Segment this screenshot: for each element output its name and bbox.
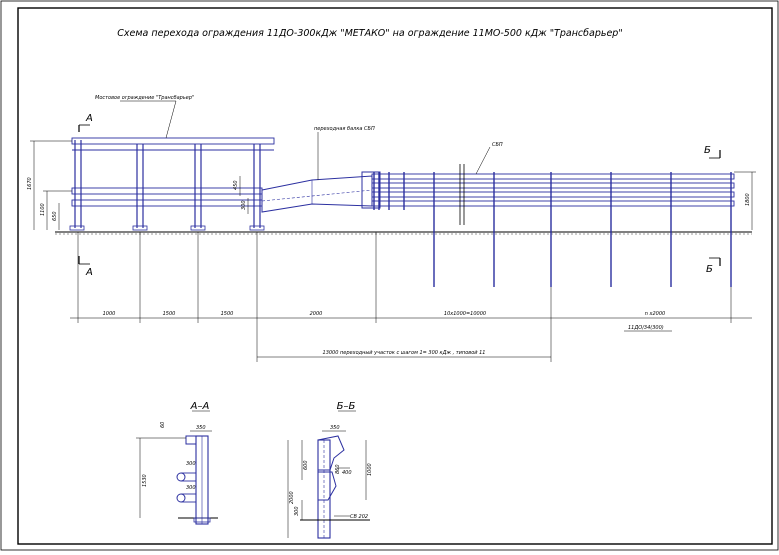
callout-left-barrier: Мостовое ограждение "Трансбарьер" (95, 95, 194, 101)
bb-footer-label: СВ 202 (350, 514, 368, 520)
rail-profile-upper (176, 472, 186, 482)
dim-h-gap: 450 (233, 180, 239, 190)
drawing-title: Схема перехода ограждения 11ДО-300кДж "М… (117, 28, 622, 39)
guardrail-profile-lower (317, 471, 337, 501)
dim-span-4: 2000 (310, 311, 323, 317)
base-plate (249, 225, 265, 231)
callout-transition-beam: переходная балка СБП (314, 126, 375, 132)
dim-h-total: 1670 (27, 177, 33, 190)
main-elevation: Мостовое ограждение "Трансбарьер" перехо… (27, 95, 756, 362)
bb-dim-post: 400 (342, 470, 352, 476)
bb-dim-height: 2000 (289, 491, 295, 504)
dim-h-low: 650 (52, 211, 58, 221)
dim-h-right: 1800 (745, 193, 751, 206)
section-cut-a: А А (78, 113, 93, 278)
aa-dim-mid: 300 (186, 461, 196, 467)
dim-span-2: 1500 (163, 311, 176, 317)
dim-span-5: 10х1000=10000 (444, 311, 486, 317)
bb-dim-base: 300 (294, 506, 300, 516)
top-rail-profile (185, 435, 197, 445)
dim-h-mid: 1100 (40, 203, 46, 216)
section-label-b-top: Б (704, 145, 711, 156)
aa-dim-top: 350 (196, 425, 206, 431)
aa-dim-low: 300 (186, 485, 196, 491)
dim-span-1: 1000 (103, 311, 116, 317)
horizontal-dimension-chain: 1000 1500 1500 2000 10х1000=10000 n х200… (70, 311, 752, 358)
bb-dim-top: 350 (330, 425, 340, 431)
rail-profile-lower (176, 493, 186, 503)
sheet-frame (17, 7, 773, 545)
leader-line (165, 100, 177, 139)
bb-dim-mid: 860 (335, 464, 341, 474)
system-label: 11ДО/34(300) (628, 325, 664, 331)
guardrail-band (371, 200, 735, 207)
dim-span-6: n х2000 (645, 311, 665, 317)
section-label-b-bottom: Б (706, 264, 713, 275)
base-plate (69, 225, 85, 231)
bb-dim-right: 1000 (367, 463, 373, 476)
aa-dim-side: 60 (160, 422, 166, 428)
vertical-dimensions-left: 1670 1100 650 450 300 (27, 140, 249, 230)
transition-beam (261, 175, 373, 213)
left-bridge-barrier (69, 137, 275, 231)
section-label-a-top: А (85, 113, 93, 124)
section-label-a-bottom: А (85, 267, 93, 278)
dim-span-3: 1500 (221, 311, 234, 317)
bb-dim-upper: 600 (303, 460, 309, 470)
dim-overall: 13000 переходный участок с шагом 1= 300 … (323, 350, 486, 356)
base-plate (193, 517, 211, 523)
section-cut-b: Б Б (704, 145, 721, 275)
splice-block (361, 171, 381, 209)
base-plate (132, 225, 148, 231)
section-bb-title: Б–Б (337, 401, 356, 412)
transition-beam-outline (261, 175, 373, 213)
dim-h-small: 300 (241, 200, 247, 210)
leader-line (475, 146, 491, 175)
callout-right-beam: СБП (492, 142, 503, 148)
base-plate (190, 225, 206, 231)
aa-dim-height: 1530 (142, 474, 148, 487)
guardrail-band (371, 173, 735, 180)
section-aa-title: А–А (190, 401, 210, 412)
low-rail (71, 199, 263, 207)
section-view-aa: А–А 1530 350 60 300 300 (136, 401, 218, 525)
right-guardrail (361, 164, 735, 287)
section-view-bb: Б–Б 2000 600 300 350 1000 860 400 СВ 202 (287, 401, 373, 539)
transition-beam-centerline (261, 189, 373, 202)
post-profile (317, 439, 331, 539)
vertical-dimension-right: 1800 (734, 171, 756, 230)
guardrail-band (371, 182, 735, 189)
extension-lines (77, 232, 732, 362)
top-rail (71, 137, 275, 145)
guardrail-band (371, 191, 735, 198)
